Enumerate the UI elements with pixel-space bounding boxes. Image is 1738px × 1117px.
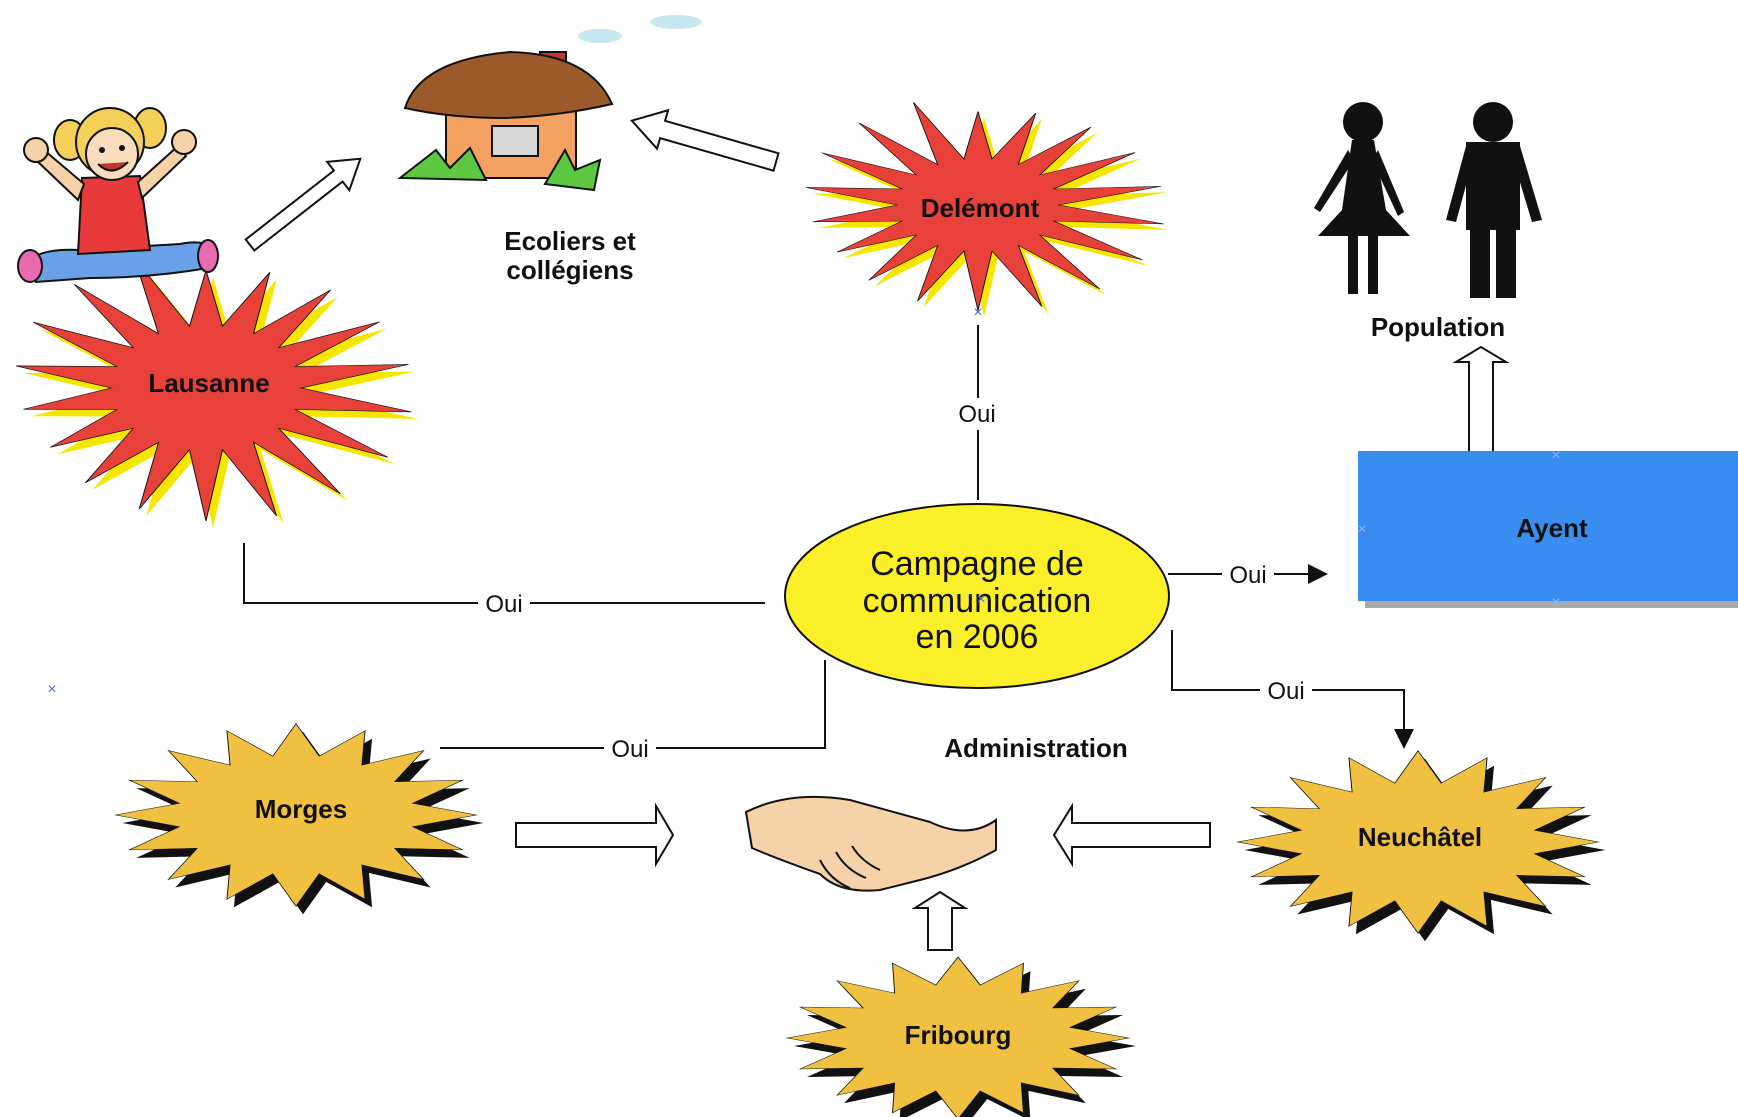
arrow-lausanne-to-ecoliers xyxy=(244,157,362,252)
node-center: Campagne de communication en 2006 × xyxy=(784,503,1170,689)
arrow-delemont-to-ecoliers xyxy=(629,108,780,172)
arrow-ayent-to-population xyxy=(1452,345,1510,456)
center-label-line1: Campagne de xyxy=(870,545,1084,583)
arrow-neuchatel-to-administration xyxy=(1052,802,1211,868)
ecoliers-label-line1: Ecoliers et xyxy=(504,226,636,256)
center-label-line3: en 2006 xyxy=(916,618,1039,656)
ayent-label: Ayent xyxy=(1516,513,1588,543)
edge-label-ayent: Oui xyxy=(1229,562,1266,589)
delemont-label: Delémont xyxy=(921,193,1040,223)
administration-label: Administration xyxy=(944,733,1127,763)
arrow-morges-to-administration xyxy=(515,802,675,868)
selection-handle: × xyxy=(976,591,985,608)
girl-icon xyxy=(17,107,219,284)
selection-handle: × xyxy=(47,681,56,698)
center-label-line2: communication xyxy=(863,582,1092,620)
connector-lausanne xyxy=(243,543,765,604)
connector-morges xyxy=(440,660,826,749)
selection-handle: × xyxy=(973,304,982,321)
house-icon xyxy=(397,15,702,192)
node-delemont: Delémont xyxy=(805,102,1171,317)
edge-label-neuchatel: Oui xyxy=(1267,678,1304,705)
selection-handle: × xyxy=(1357,521,1366,538)
selection-handle: × xyxy=(1551,447,1560,464)
morges-label: Morges xyxy=(255,794,347,824)
fribourg-label: Fribourg xyxy=(905,1020,1012,1050)
ecoliers-label-line2: collégiens xyxy=(506,255,633,285)
handshake-icon xyxy=(744,795,997,892)
node-neuchatel: Neuchâtel xyxy=(1236,750,1606,942)
node-lausanne: Lausanne xyxy=(15,258,419,528)
edge-label-delemont: Oui xyxy=(958,401,995,428)
node-ayent: Ayent × × × xyxy=(1357,447,1738,611)
connectors: Oui Oui Oui Oui Oui xyxy=(243,325,1414,764)
silhouettes-icon xyxy=(1314,102,1542,298)
arrow-fribourg-to-administration xyxy=(911,890,969,951)
lausanne-label: Lausanne xyxy=(148,368,269,398)
selection-handle: × xyxy=(1551,594,1560,611)
neuchatel-label: Neuchâtel xyxy=(1358,822,1482,852)
edge-label-lausanne: Oui xyxy=(485,591,522,618)
edge-label-morges: Oui xyxy=(611,736,648,763)
block-arrows xyxy=(244,108,1510,951)
population-label: Population xyxy=(1371,312,1505,342)
node-morges: Morges xyxy=(114,723,484,915)
node-fribourg: Fribourg xyxy=(785,956,1137,1117)
